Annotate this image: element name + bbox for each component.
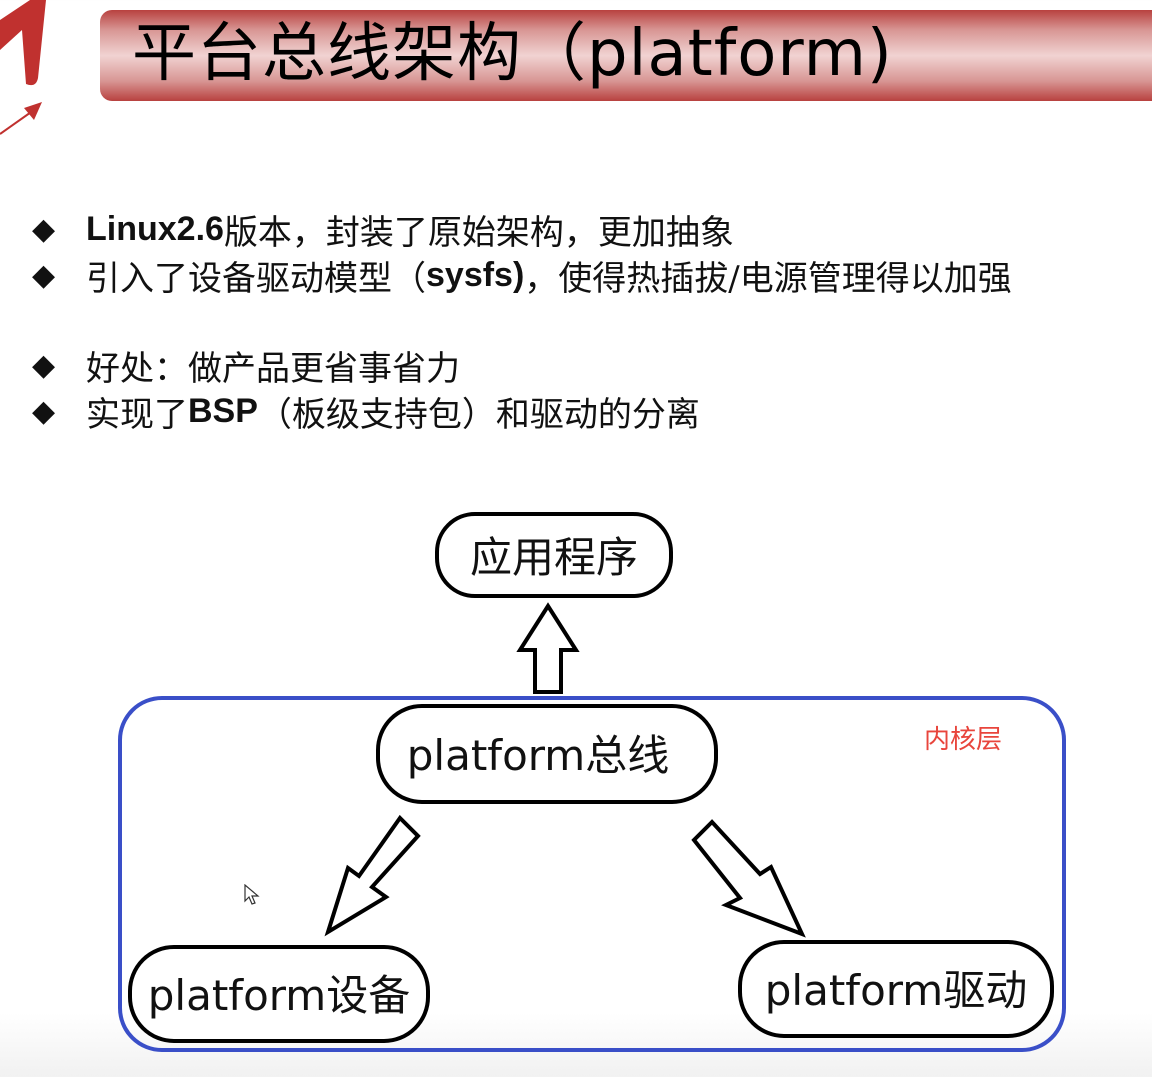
- logo-arrow-icon: [0, 0, 46, 135]
- node-app: 应用程序: [435, 512, 673, 598]
- diamond-bullet-icon: ◆: [32, 211, 56, 247]
- bullet-text: ，使得热插拔/电源管理得以加强: [524, 258, 1012, 299]
- bullet-bold: Linux2.6: [86, 209, 224, 248]
- bullet-item: ◆ Linux2.6 版本，封装了原始架构，更加抽象: [32, 206, 1012, 253]
- node-bus: platform总线: [376, 704, 718, 804]
- node-device-label: platform设备: [148, 971, 410, 1020]
- diamond-bullet-icon: ◆: [32, 393, 56, 429]
- title-bar: [100, 10, 1152, 101]
- arrow-up-icon: [516, 602, 580, 694]
- node-driver: platform驱动: [738, 940, 1054, 1038]
- kernel-layer-label: 内核层: [924, 725, 1002, 755]
- bullet-bold: sysfs): [426, 255, 525, 294]
- slide-title: 平台总线架构（platform): [132, 17, 893, 91]
- bullet-prefix: 实现了: [86, 394, 188, 435]
- bullet-bold: BSP: [188, 391, 258, 430]
- node-device: platform设备: [128, 945, 430, 1043]
- mouse-cursor-icon: [244, 884, 260, 905]
- bullet-text: 版本，封装了原始架构，更加抽象: [223, 212, 734, 253]
- diamond-bullet-icon: ◆: [32, 347, 56, 383]
- node-app-label: 应用程序: [470, 533, 638, 582]
- bullet-list: ◆ Linux2.6 版本，封装了原始架构，更加抽象 ◆ 引入了设备驱动模型（ …: [32, 206, 1012, 435]
- kernel-layer-box: [118, 696, 1066, 1052]
- bullet-item: ◆ 实现了 BSP （板级支持包）和驱动的分离: [32, 388, 1012, 435]
- node-bus-label: platform总线: [407, 731, 669, 780]
- arrow-down-right-icon: [691, 819, 806, 938]
- bullet-item: ◆ 好处：做产品更省事省力: [32, 342, 1012, 389]
- arrow-down-left-icon: [324, 814, 421, 937]
- bullet-prefix: 引入了设备驱动模型（: [86, 258, 426, 299]
- node-driver-label: platform驱动: [765, 966, 1027, 1015]
- bullet-text: 好处：做产品更省事省力: [86, 348, 460, 389]
- bullet-text: （板级支持包）和驱动的分离: [257, 394, 700, 435]
- diamond-bullet-icon: ◆: [32, 257, 56, 293]
- bullet-item: ◆ 引入了设备驱动模型（ sysfs) ，使得热插拔/电源管理得以加强: [32, 252, 1012, 299]
